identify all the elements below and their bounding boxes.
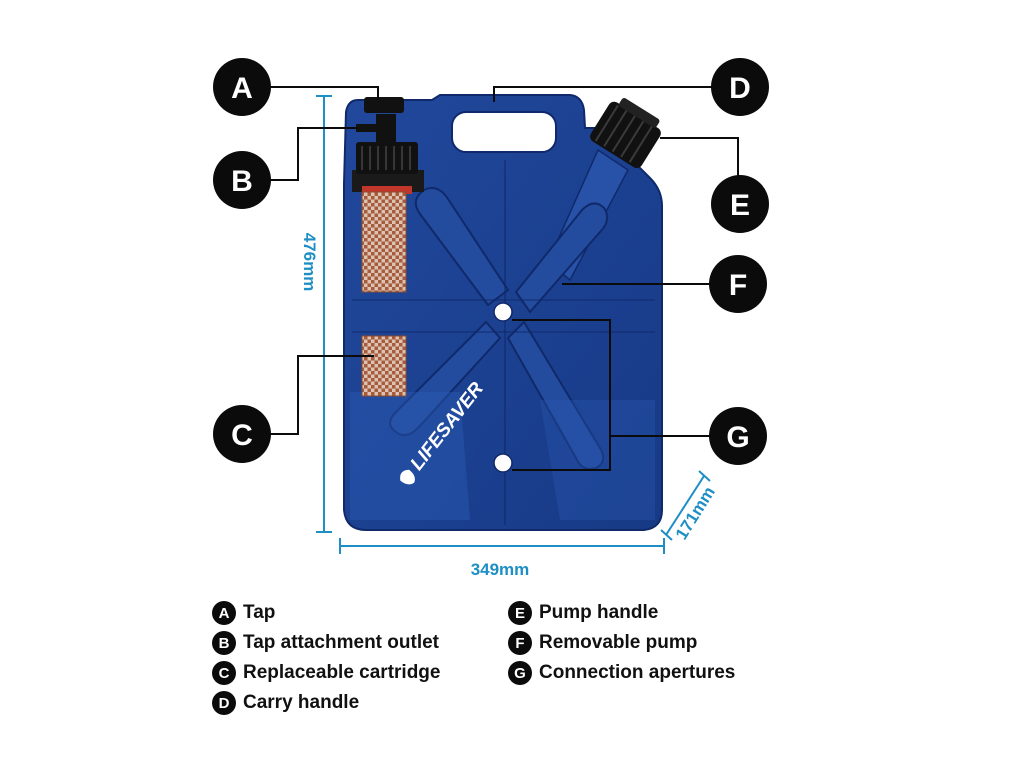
legend-badge-f: F <box>508 631 532 655</box>
svg-text:F: F <box>729 269 747 302</box>
callout-b: B <box>213 151 271 209</box>
star-ribs <box>389 187 609 470</box>
legend-item-g: G Connection apertures <box>508 658 735 688</box>
callout-e: E <box>711 175 769 233</box>
dimension-width <box>339 538 665 554</box>
callout-f: F <box>709 255 767 313</box>
legend-badge-g: G <box>508 661 532 685</box>
legend-item-e: E Pump handle <box>508 598 735 628</box>
replaceable-cartridge <box>352 170 424 397</box>
legend-item-f: F Removable pump <box>508 628 735 658</box>
legend-label-a: Tap <box>243 602 276 623</box>
legend-label-f: Removable pump <box>539 632 698 653</box>
height-label: 476mm <box>300 233 319 292</box>
container-body <box>343 94 663 531</box>
depth-label: 171mm <box>672 483 719 543</box>
svg-text:E: E <box>730 189 750 222</box>
legend-item-d: D Carry handle <box>212 688 440 718</box>
legend-item-b: B Tap attachment outlet <box>212 628 440 658</box>
legend-item-c: C Replaceable cartridge <box>212 658 440 688</box>
carry-handle-opening <box>451 111 557 153</box>
callout-a: A <box>213 58 271 116</box>
legend-badge-a: A <box>212 601 236 625</box>
legend-label-g: Connection apertures <box>539 662 736 683</box>
width-label: 349mm <box>471 560 530 579</box>
svg-text:A: A <box>231 72 253 105</box>
legend-label-e: Pump handle <box>539 602 659 623</box>
legend-column-right: E Pump handle F Removable pump G Connect… <box>508 598 735 688</box>
dimension-height <box>316 95 332 533</box>
svg-text:C: C <box>231 419 253 452</box>
legend-badge-b: B <box>212 631 236 655</box>
legend-item-a: A Tap <box>212 598 440 628</box>
legend-label-b: Tap attachment outlet <box>243 632 439 653</box>
callout-g: G <box>709 407 767 465</box>
callout-c: C <box>213 405 271 463</box>
legend: A Tap B Tap attachment outlet C Replacea… <box>212 598 812 728</box>
leader-lines <box>270 86 739 471</box>
callout-d: D <box>711 58 769 116</box>
connection-aperture-top <box>493 302 513 322</box>
legend-badge-d: D <box>212 691 236 715</box>
dimension-depth <box>660 470 711 541</box>
legend-column-left: A Tap B Tap attachment outlet C Replacea… <box>212 598 440 718</box>
svg-text:B: B <box>231 165 253 198</box>
legend-label-d: Carry handle <box>243 692 360 713</box>
svg-text:D: D <box>729 72 751 105</box>
tap-assembly <box>356 97 418 174</box>
svg-text:G: G <box>726 421 749 454</box>
connection-aperture-bottom <box>493 453 513 473</box>
pump-handle <box>590 98 661 168</box>
legend-badge-e: E <box>508 601 532 625</box>
legend-badge-c: C <box>212 661 236 685</box>
legend-label-c: Replaceable cartridge <box>243 662 441 683</box>
